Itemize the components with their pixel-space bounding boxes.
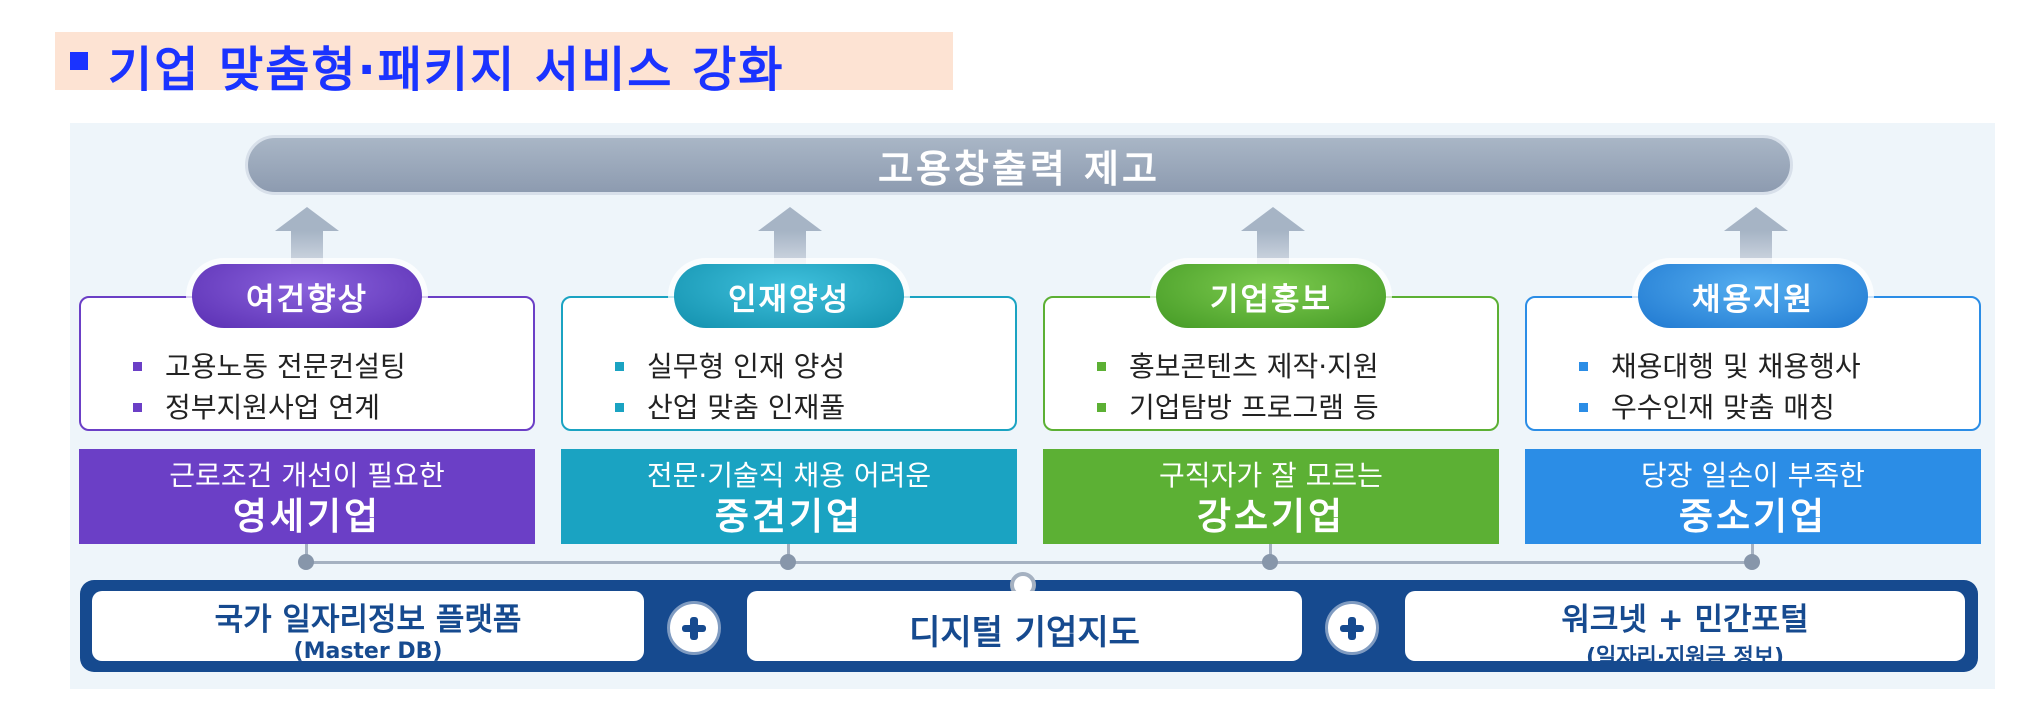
service-item: 고용노동 전문컨설팅 [133, 346, 406, 387]
title-bullet-icon [70, 52, 88, 70]
connector-dot [298, 554, 314, 570]
connector-dot [1262, 554, 1278, 570]
category-pill: 인재양성 [674, 264, 904, 328]
service-item: 채용대행 및 채용행사 [1579, 346, 1861, 387]
service-item: 정부지원사업 연계 [133, 387, 406, 428]
page-title: 기업 맞춤형·패키지 서비스 강화 [108, 42, 785, 98]
plus-icon [1325, 601, 1379, 655]
target-box: 구직자가 잘 모르는 강소기업 [1043, 449, 1499, 544]
up-arrow-icon [758, 207, 822, 277]
target-box: 당장 일손이 부족한 중소기업 [1525, 449, 1981, 544]
connector-dot [780, 554, 796, 570]
target-box: 근로조건 개선이 필요한 영세기업 [79, 449, 535, 544]
title-highlight [55, 32, 953, 90]
plus-icon [667, 601, 721, 655]
connector-line [306, 561, 1756, 564]
service-item: 산업 맞춤 인재풀 [615, 387, 845, 428]
digital-map-box: 디지털 기업지도 [747, 591, 1302, 661]
service-item: 홍보콘텐츠 제작·지원 [1097, 346, 1379, 387]
category-pill: 기업홍보 [1156, 264, 1386, 328]
service-card: 홍보콘텐츠 제작·지원 기업탐방 프로그램 등 [1043, 296, 1499, 431]
goal-label: 고용창출력 제고 [878, 146, 1160, 191]
connector-dot [1744, 554, 1760, 570]
service-item: 실무형 인재 양성 [615, 346, 845, 387]
category-pill: 여건향상 [192, 264, 422, 328]
service-item: 우수인재 맞춤 매칭 [1579, 387, 1861, 428]
platform-box: 국가 일자리정보 플랫폼 (Master DB) [92, 591, 644, 664]
category-pill: 채용지원 [1638, 264, 1868, 328]
portal-box: 워크넷 + 민간포털 (일자리·지원금 정보) [1405, 591, 1965, 670]
service-item: 기업탐방 프로그램 등 [1097, 387, 1379, 428]
goal-banner: 고용창출력 제고 [245, 135, 1793, 195]
target-box: 전문·기술직 채용 어려운 중견기업 [561, 449, 1017, 544]
